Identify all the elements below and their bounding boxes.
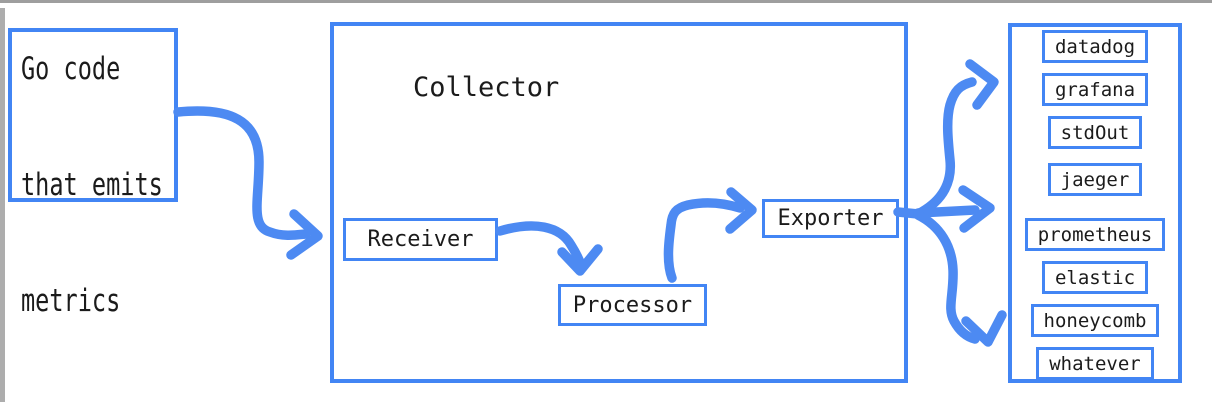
exporter-label: Exporter — [777, 206, 884, 231]
destination-box-whatever: whatever — [1036, 347, 1154, 380]
destination-box-grafana: grafana — [1041, 73, 1149, 106]
exporter-node: Exporter — [762, 199, 899, 238]
left-scrollbar[interactable] — [0, 8, 5, 402]
destination-label: grafana — [1054, 78, 1136, 101]
destination-box-elastic: elastic — [1041, 261, 1149, 294]
destination-label: jaeger — [1060, 168, 1130, 191]
source-label-line2: that emits — [21, 167, 163, 203]
destination-box-jaeger: jaeger — [1047, 163, 1143, 196]
arrow-exporter-fanout — [893, 59, 1007, 347]
arrow-source-to-collector — [173, 106, 323, 260]
receiver-label: Receiver — [367, 227, 474, 252]
source-label-line3: metrics — [21, 283, 121, 319]
collector-box — [330, 22, 908, 383]
destination-label: honeycomb — [1043, 309, 1147, 332]
destination-label: whatever — [1049, 352, 1141, 375]
source-label: Go code that emits metrics — [21, 40, 163, 330]
source-box: Go code that emits metrics — [8, 28, 178, 319]
destination-box-datadog: datadog — [1041, 30, 1149, 63]
destination-box-honeycomb: honeycomb — [1030, 304, 1160, 337]
collector-title: Collector — [413, 72, 560, 103]
processor-label: Processor — [572, 292, 693, 318]
window-top-border — [0, 0, 1212, 3]
receiver-node: Receiver — [343, 218, 498, 261]
destination-label: datadog — [1054, 35, 1136, 58]
processor-node: Processor — [558, 284, 707, 326]
source-label-line1: Go code — [21, 51, 121, 87]
destinations-box: datadog grafana stdOut jaeger prometheus… — [1008, 23, 1182, 383]
destination-box-prometheus: prometheus — [1024, 218, 1166, 251]
destination-box-stdout: stdOut — [1047, 116, 1143, 149]
destination-label: stdOut — [1060, 121, 1130, 144]
destination-label: prometheus — [1037, 223, 1153, 246]
destination-label: elastic — [1054, 266, 1136, 289]
